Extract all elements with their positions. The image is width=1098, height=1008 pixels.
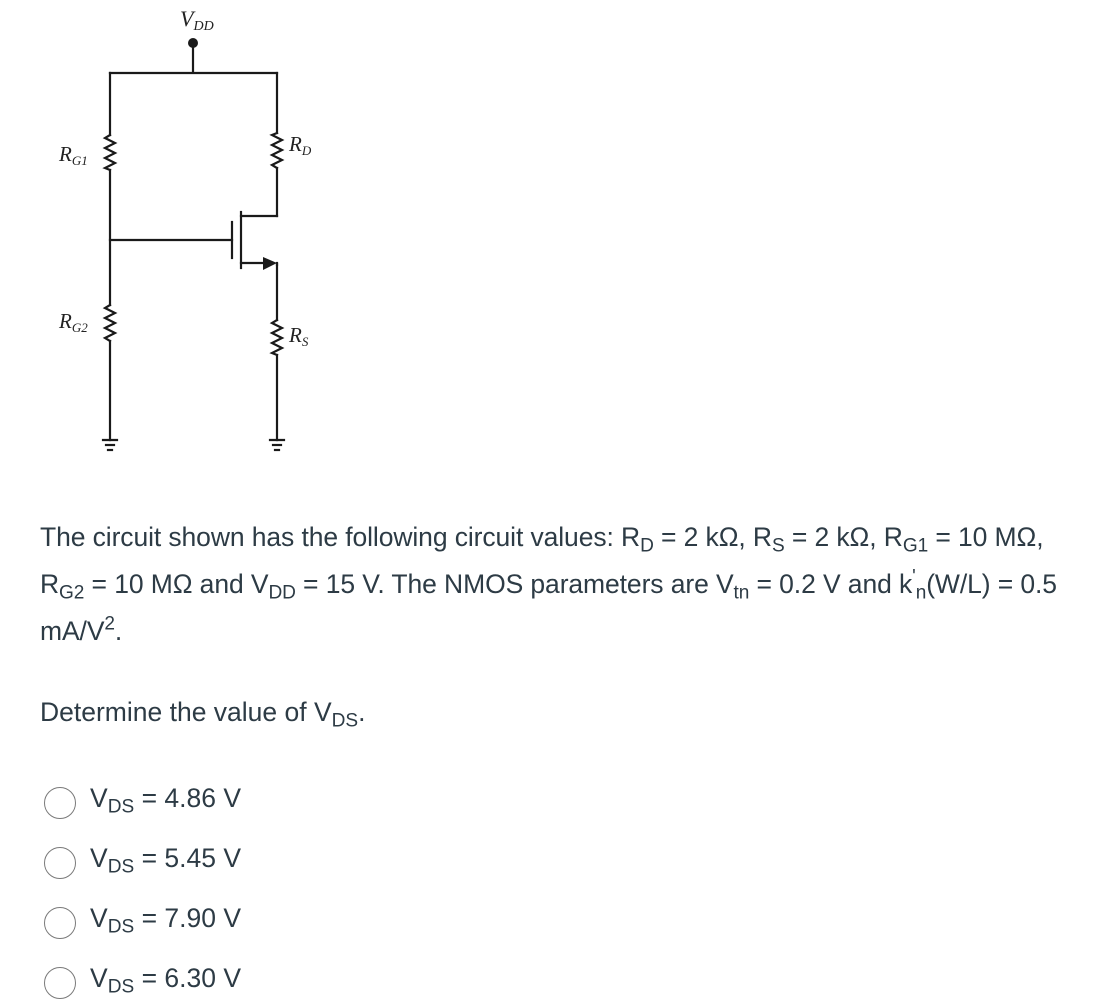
radio-button[interactable] [44, 847, 76, 879]
svg-text:RG1: RG1 [58, 142, 88, 168]
rd-label: R [288, 132, 302, 156]
answer-option-label: VDS = 6.30 V [90, 962, 242, 997]
svg-text:VDD: VDD [180, 6, 214, 34]
rg2-label: R [58, 309, 72, 333]
radio-button[interactable] [44, 907, 76, 939]
mosfet-circuit-diagram: VDD RG1 RG2 RD RS [58, 6, 312, 452]
rd-label-sub: D [301, 143, 312, 158]
source-arrow-icon [263, 257, 277, 270]
answer-options: VDS = 4.86 V VDS = 5.45 V VDS = 7.90 V V… [44, 768, 241, 1008]
answer-option-1[interactable]: VDS = 4.86 V [44, 768, 241, 828]
radio-button[interactable] [44, 787, 76, 819]
rs-label: R [288, 323, 302, 347]
answer-option-label: VDS = 7.90 V [90, 902, 242, 937]
answer-option-4[interactable]: VDS = 6.30 V [44, 948, 241, 1008]
question-text: The circuit shown has the following circ… [40, 522, 1057, 646]
svg-text:RD: RD [288, 132, 312, 158]
question-prompt: Determine the value of VDS. [40, 697, 366, 732]
vdd-terminal-dot [188, 38, 198, 48]
answer-option-2[interactable]: VDS = 5.45 V [44, 828, 241, 888]
rg2-resistor [102, 303, 118, 343]
answer-option-label: VDS = 5.45 V [90, 842, 242, 877]
vdd-label-sub: DD [192, 19, 213, 34]
answer-option-label: VDS = 4.86 V [90, 782, 242, 817]
answer-option-3[interactable]: VDS = 7.90 V [44, 888, 241, 948]
svg-text:RS: RS [288, 323, 309, 349]
rs-resistor [269, 318, 285, 357]
radio-button[interactable] [44, 967, 76, 999]
svg-text:RG2: RG2 [58, 309, 88, 335]
rg1-label-sub: G1 [72, 153, 88, 168]
rg1-label: R [58, 142, 72, 166]
rg2-label-sub: G2 [72, 320, 88, 335]
rs-label-sub: S [302, 334, 309, 349]
vdd-label: V [180, 6, 196, 31]
rd-resistor [269, 131, 285, 170]
rg1-resistor [102, 133, 118, 172]
